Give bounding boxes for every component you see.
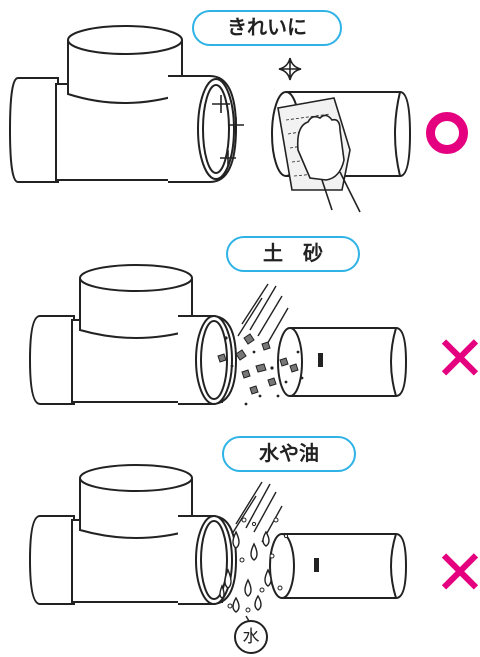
soil-dots <box>224 336 304 406</box>
soil-particles-icon <box>217 333 299 395</box>
label-bubble-soil: 土 砂 <box>226 236 360 272</box>
water-pipe-illustration <box>28 464 408 627</box>
ok-circle-icon <box>426 112 468 154</box>
sparkle-icon <box>212 57 302 166</box>
panel-clean: きれいに <box>0 0 480 220</box>
ng-cross-icon-2: ✕ <box>434 536 480 609</box>
panel-soil-sand: 土 砂 ✕ <box>0 220 480 420</box>
falling-soil-lines <box>237 283 289 347</box>
water-drop-icon <box>219 530 272 613</box>
water-tag: 水 <box>234 620 268 654</box>
wiping-hand-icon <box>277 97 361 213</box>
water-bubbles <box>227 517 289 613</box>
falling-water-lines <box>231 481 283 543</box>
soil-pipe-illustration <box>28 264 408 406</box>
label-bubble-water-oil: 水や油 <box>222 436 356 472</box>
clean-pipe-illustration <box>8 25 412 213</box>
label-bubble-clean: きれいに <box>192 10 342 46</box>
panel-water-oil: 水や油 水 ✕ <box>0 420 480 657</box>
ng-cross-icon: ✕ <box>434 322 480 395</box>
